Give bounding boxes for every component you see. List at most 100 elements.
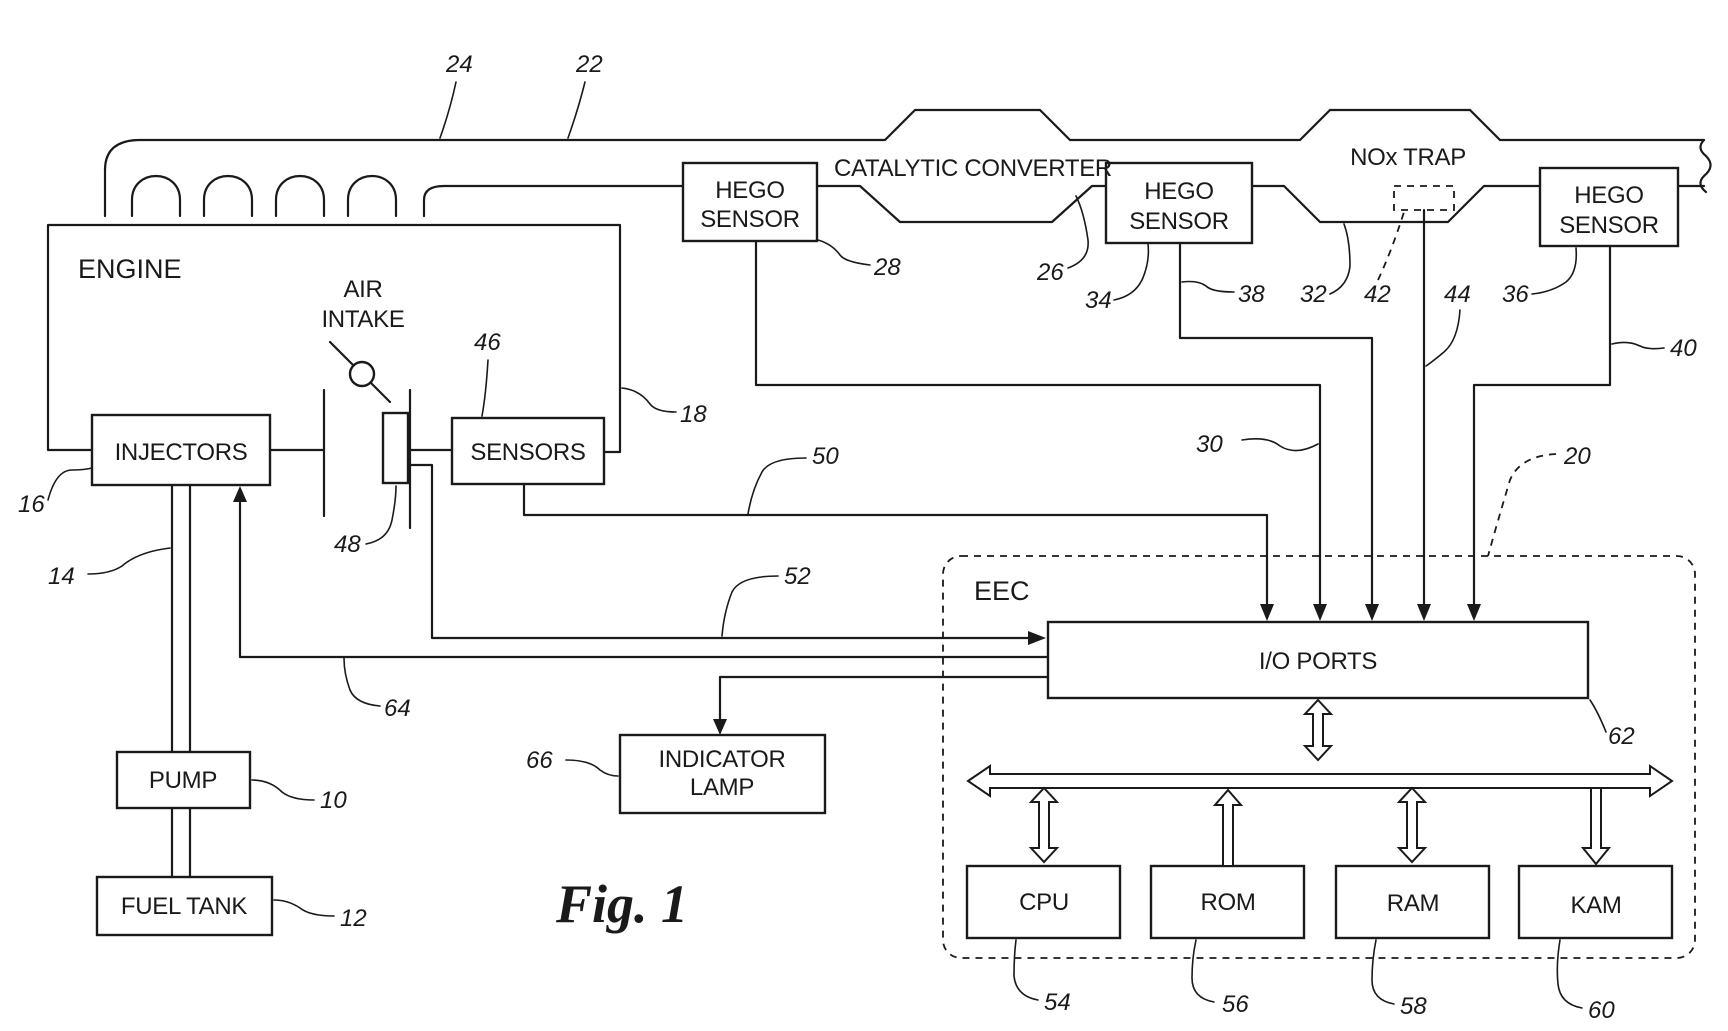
catalytic-converter-shell [817, 186, 1106, 222]
ram-label: RAM [1387, 890, 1439, 917]
air-intake-label-2: INTAKE [321, 306, 404, 333]
ref-30: 30 [1196, 431, 1223, 458]
ref-48: 48 [334, 531, 361, 558]
ref-24: 24 [445, 51, 473, 78]
ref-40: 40 [1670, 335, 1697, 362]
hego-2-label-1: HEGO [1144, 178, 1213, 205]
leader-38 [1182, 282, 1234, 293]
hego-1-label-1: HEGO [715, 177, 784, 204]
eec-label: EEC [974, 576, 1030, 606]
leader-30 [1242, 439, 1318, 451]
leader-24 [440, 82, 456, 138]
bus-cpu-link [1031, 788, 1057, 862]
manifold-port-4 [348, 176, 396, 216]
ref-46: 46 [474, 329, 501, 356]
ref-44: 44 [1444, 281, 1471, 308]
ref-62: 62 [1608, 723, 1635, 750]
manifold-port-2 [204, 176, 252, 216]
leader-54 [1014, 940, 1038, 1000]
ref-10: 10 [320, 787, 347, 814]
engine-label: ENGINE [78, 254, 182, 284]
leader-60 [1557, 940, 1582, 1008]
ref-52: 52 [784, 563, 811, 590]
rom-label: ROM [1200, 889, 1255, 916]
ref-58: 58 [1400, 993, 1427, 1020]
ref-14: 14 [48, 563, 75, 590]
leader-50 [748, 458, 806, 514]
leader-10 [252, 780, 314, 800]
ref-18: 18 [680, 401, 707, 428]
hego-2-label-2: SENSOR [1129, 208, 1229, 235]
pump-label: PUMP [149, 767, 217, 794]
leader-20 [1488, 454, 1556, 556]
throttle-shaft [350, 362, 374, 386]
ref-60: 60 [1588, 997, 1615, 1024]
manifold-port-3 [276, 176, 324, 216]
leader-64 [344, 658, 380, 706]
kam-label: KAM [1570, 892, 1621, 919]
nox-trap-element [1394, 186, 1454, 210]
exhaust-pipe-inner [424, 186, 683, 216]
ref-42: 42 [1364, 281, 1391, 308]
arrow-50-head [1260, 604, 1274, 621]
data-bus [968, 766, 1672, 796]
leader-14 [88, 548, 170, 574]
catalytic-converter-label: CATALYTIC CONVERTER [834, 155, 1112, 182]
nox-trap-shell [1252, 186, 1540, 222]
figure-caption: Fig. 1 [555, 874, 688, 934]
ref-50: 50 [812, 443, 839, 470]
ref-66: 66 [526, 747, 553, 774]
signal-30-hego1 [756, 241, 1320, 606]
arrow-38-head [1365, 604, 1379, 621]
leader-58 [1372, 940, 1394, 1004]
arrow-64-head [233, 486, 247, 502]
signal-64-to-injectors [240, 498, 1048, 657]
exhaust-pipe-break [1700, 140, 1710, 192]
signal-38-hego2 [1180, 243, 1372, 606]
indicator-label-2: LAMP [690, 774, 754, 801]
leader-36 [1532, 248, 1576, 294]
leader-18 [622, 388, 676, 412]
leader-48 [366, 486, 396, 544]
injectors-label: INJECTORS [115, 439, 248, 466]
ref-36: 36 [1502, 281, 1529, 308]
hego-1-label-2: SENSOR [700, 206, 800, 233]
ref-64: 64 [384, 695, 411, 722]
leader-12 [274, 900, 334, 916]
leader-44 [1426, 310, 1460, 366]
ref-26: 26 [1036, 259, 1064, 286]
ref-32: 32 [1300, 281, 1327, 308]
arrow-44-head [1417, 604, 1431, 621]
ref-12: 12 [340, 905, 367, 932]
bus-rom-link [1215, 790, 1241, 866]
hego-3-label-1: HEGO [1574, 182, 1643, 209]
cpu-label: CPU [1019, 889, 1069, 916]
sensors-label: SENSORS [470, 439, 585, 466]
ref-20: 20 [1563, 443, 1591, 470]
ref-54: 54 [1044, 989, 1071, 1016]
leader-32 [1330, 224, 1350, 294]
ref-16: 16 [18, 491, 45, 518]
io-ports-label: I/O PORTS [1259, 648, 1377, 675]
leader-56 [1192, 940, 1214, 1002]
leader-40 [1612, 342, 1664, 348]
leader-62 [1590, 700, 1606, 732]
leader-16 [48, 468, 92, 500]
signal-to-indicator [720, 677, 1048, 722]
ref-38: 38 [1238, 281, 1265, 308]
leader-46 [482, 360, 488, 416]
ref-56: 56 [1222, 991, 1249, 1018]
arrow-52-head [1028, 631, 1046, 645]
leader-34 [1114, 244, 1148, 300]
throttle-position-sensor[interactable] [383, 413, 408, 483]
bus-kam-link [1583, 788, 1609, 864]
air-intake-label-1: AIR [343, 276, 382, 303]
leader-52 [722, 576, 778, 636]
leader-28 [818, 240, 870, 265]
ref-22: 22 [575, 51, 603, 78]
bus-ram-link [1399, 788, 1425, 862]
ref-28: 28 [873, 254, 901, 281]
signal-50-sensors [524, 484, 1267, 606]
fuel-tank-label: FUEL TANK [121, 893, 248, 920]
